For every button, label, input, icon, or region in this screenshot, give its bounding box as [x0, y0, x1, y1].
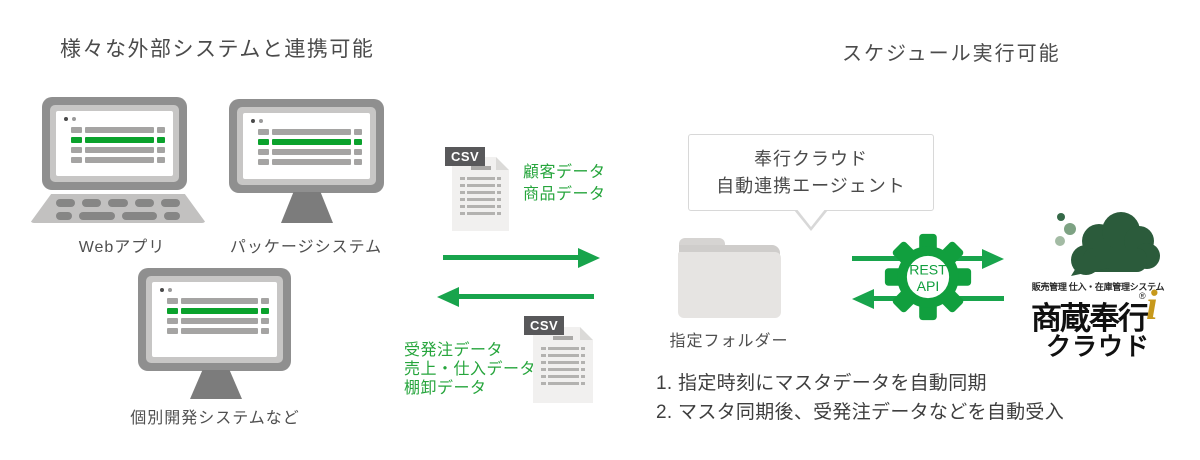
screen-row	[167, 298, 269, 304]
logo-reg-mark: ®	[1139, 291, 1146, 301]
screen-row	[258, 159, 362, 165]
bubble-line-1: 奉行クラウド	[754, 149, 868, 169]
rest-api-arrow-right-head-icon	[982, 249, 1004, 269]
screen-window-dots	[251, 119, 365, 123]
step-1: 1. 指定時刻にマスタデータを自動同期	[656, 373, 987, 394]
screen-window-dots	[160, 288, 272, 292]
screen-window-dots	[64, 117, 168, 121]
bubble-line-2: 自動連携エージェント	[716, 176, 906, 196]
custom-system-label: 個別開発システムなど	[130, 410, 300, 427]
monitor-screen	[243, 113, 370, 179]
logo-bubble-icon	[1055, 236, 1065, 246]
webapp-label: Webアプリ	[78, 239, 166, 256]
customer-data-label: 顧客データ	[523, 164, 606, 181]
laptop-bezel	[50, 105, 179, 182]
gear-api-text: API	[917, 278, 940, 294]
laptop-screen	[56, 111, 173, 176]
screen-row	[167, 328, 269, 334]
bubble-pointer-fill	[796, 208, 826, 227]
logo-tagline: 販売管理 仕入・在庫管理システム	[1031, 282, 1165, 292]
package-system-label: パッケージシステム	[229, 239, 383, 256]
rest-api-arrow-left-head-icon	[852, 289, 874, 309]
laptop-keyboard-icon	[30, 194, 206, 223]
logo-product-name: 商蔵奉行	[1031, 301, 1149, 336]
monitor-bezel	[237, 107, 376, 185]
folder-icon	[678, 252, 781, 318]
screen-row	[71, 127, 165, 133]
csv-badge: CSV	[524, 316, 565, 335]
inventory-data-label: 棚卸データ	[404, 380, 487, 397]
logo-bubble-icon	[1064, 223, 1076, 235]
screen-row	[167, 318, 269, 324]
step-2: 2. マスタ同期後、受発注データなどを自動受入	[656, 402, 1065, 423]
logo-i-mark: i	[1146, 283, 1158, 329]
master-data-labels: 顧客データ 商品データ	[523, 162, 606, 206]
arrow-left-icon	[458, 294, 594, 299]
monitor-screen	[152, 282, 277, 357]
screen-highlight-row	[167, 308, 269, 314]
agent-speech-bubble: 奉行クラウド 自動連携エージェント	[688, 134, 934, 211]
screen-row	[258, 129, 362, 135]
arrow-right-head-icon	[578, 248, 600, 268]
rest-api-gear-icon: REST API	[884, 233, 972, 321]
webapp-laptop-icon	[42, 97, 187, 190]
logo-bubble-icon	[1057, 213, 1065, 221]
csv-document-icon	[533, 327, 593, 403]
left-section-title: 様々な外部システムと連携可能	[60, 38, 375, 61]
csv-document-icon	[452, 157, 509, 231]
right-section-title: スケジュール実行可能	[842, 43, 1061, 65]
screen-highlight-row	[71, 137, 165, 143]
arrow-right-icon	[443, 255, 579, 260]
folder-label: 指定フォルダー	[669, 333, 789, 350]
schedule-steps: 1. 指定時刻にマスタデータを自動同期 2. マスタ同期後、受発注データなどを自…	[656, 369, 1064, 427]
monitor-stand	[281, 192, 333, 223]
screen-row	[71, 147, 165, 153]
monitor-bezel	[146, 276, 283, 363]
logo-cloud-text: クラウド	[1045, 333, 1150, 361]
package-system-monitor-icon	[229, 99, 384, 193]
transaction-data-labels: 受発注データ 売上・仕入データ 棚卸データ	[404, 341, 536, 398]
screen-row	[71, 157, 165, 163]
monitor-stand	[190, 370, 242, 399]
sales-purchase-data-label: 売上・仕入データ	[404, 361, 537, 378]
order-data-label: 受発注データ	[404, 342, 504, 359]
screen-highlight-row	[258, 139, 362, 145]
screen-row	[258, 149, 362, 155]
product-data-label: 商品データ	[523, 186, 606, 203]
logo-cloud-icon	[1071, 212, 1160, 276]
gear-rest-text: REST	[909, 261, 947, 277]
csv-badge: CSV	[445, 147, 486, 166]
arrow-left-head-icon	[437, 287, 459, 307]
custom-system-monitor-icon	[138, 268, 291, 371]
